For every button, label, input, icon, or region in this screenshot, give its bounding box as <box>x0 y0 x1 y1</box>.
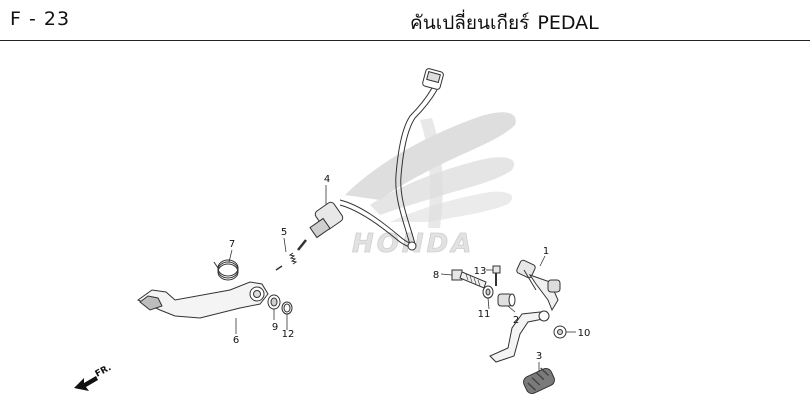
callout-9: 9 <box>272 322 278 333</box>
callout-6: 6 <box>233 335 239 346</box>
washer-part-9 <box>267 294 281 310</box>
title-thai: คันเปลี่ยนเกียร์ <box>410 12 530 34</box>
callout-8: 8 <box>433 270 439 281</box>
callout-10: 10 <box>578 328 591 339</box>
front-direction-arrow-icon <box>74 376 98 391</box>
shift-lever <box>489 310 555 395</box>
switch-wire-harness <box>339 87 438 248</box>
gear-change-pedal <box>137 281 269 319</box>
header-divider <box>0 40 810 41</box>
honda-wing-watermark <box>345 112 516 228</box>
callout-5: 5 <box>281 227 287 238</box>
return-spring <box>213 259 239 281</box>
callout-3: 3 <box>536 351 542 362</box>
circlip-part-12 <box>281 301 293 315</box>
callout-12: 12 <box>282 329 295 340</box>
callout-7: 7 <box>229 239 235 250</box>
title-english: PEDAL <box>537 12 599 34</box>
callout-4: 4 <box>324 174 330 185</box>
callout-1: 1 <box>543 246 549 257</box>
callout-11: 11 <box>478 309 491 320</box>
callout-leader-lines <box>228 185 576 372</box>
callout-13: 13 <box>474 266 487 277</box>
page-code: F - 23 <box>10 8 71 30</box>
bolt-part-13 <box>492 265 501 286</box>
washer-part-10 <box>553 325 567 339</box>
wire-clamp <box>407 241 417 251</box>
detent-spring <box>275 252 298 271</box>
wire-connector <box>422 68 444 90</box>
front-direction-label: FR. <box>94 363 113 380</box>
callout-2: 2 <box>513 315 519 326</box>
collar-part-2 <box>497 293 516 307</box>
neutral-switch <box>297 201 344 251</box>
gearshift-spindle-arm <box>516 259 561 312</box>
page-title: คันเปลี่ยนเกียร์ PEDAL <box>410 8 599 38</box>
